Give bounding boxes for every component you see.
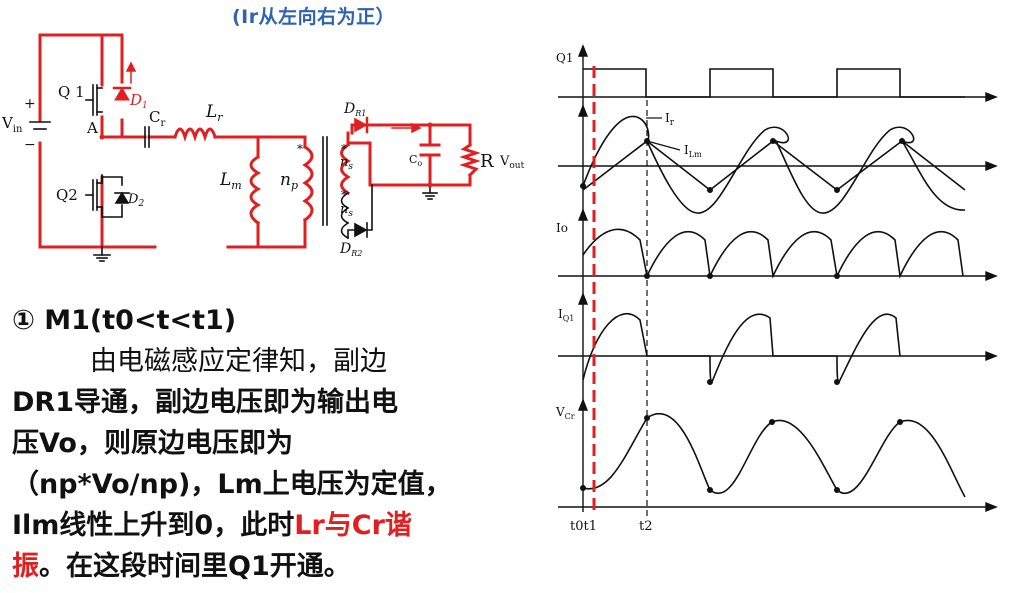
resonance-highlight: Lr与Cr谐 bbox=[294, 510, 412, 541]
vout-label: Vout bbox=[499, 154, 525, 171]
llc-circuit-diagram: Vin + − Q 1 Q2 D1 D2 A Cr Lr Lm np ns ns… bbox=[1, 33, 525, 262]
ir-waveform bbox=[582, 115, 966, 214]
d1-label: D1 bbox=[129, 91, 148, 111]
q1-waveform-label: Q1 bbox=[556, 51, 573, 65]
description-line-6: 振。在这段时间里Q1开通。 bbox=[12, 551, 351, 582]
description-line-5: Ilm线性上升到0，此时Lr与Cr谐 bbox=[12, 510, 412, 541]
d2-diode-symbol bbox=[114, 191, 130, 204]
description-line-4: （np*Vo/np)，Lm上电压为定值， bbox=[12, 469, 452, 500]
node-a-label: A bbox=[86, 119, 98, 137]
co-label: Co bbox=[409, 153, 422, 168]
d2-label: D2 bbox=[127, 192, 144, 209]
current-direction-note: (Ir从左向右为正） bbox=[232, 6, 396, 28]
lm-label: Lm bbox=[219, 170, 242, 192]
q1-gate-waveform bbox=[583, 68, 965, 98]
ilm-label: ILm bbox=[684, 143, 702, 159]
dr1-label: DR1 bbox=[343, 101, 366, 118]
llc-waveforms: Q1 Ir ILm Io IQ1 VCr t0t1 t2 bbox=[555, 44, 998, 534]
t0t1-label: t0t1 bbox=[570, 519, 597, 534]
lr-label: Lr bbox=[205, 102, 223, 124]
q1-mosfet-symbol bbox=[85, 84, 103, 116]
current-arrow-secondary bbox=[391, 122, 422, 134]
r-label: R bbox=[480, 151, 494, 172]
ns2-label: ns bbox=[340, 202, 353, 219]
vcr-label: VCr bbox=[555, 405, 575, 421]
ns1-secondary-winding bbox=[340, 142, 351, 196]
np-label: np bbox=[280, 170, 298, 192]
iq1-label: IQ1 bbox=[558, 307, 574, 323]
ir-label: Ir bbox=[665, 111, 675, 128]
io-waveform bbox=[582, 228, 964, 279]
vin-label: Vin bbox=[1, 114, 23, 135]
description-line-1: 由电磁感应定律知，副边 bbox=[90, 346, 387, 377]
description-line-2: DR1导通，副边电压即为输出电 bbox=[12, 387, 398, 418]
ns1-label: ns bbox=[340, 155, 353, 172]
dot-marker-np: * bbox=[297, 142, 303, 156]
io-axis bbox=[558, 270, 998, 282]
mode-description: ① M1(t0<t<t1) 由电磁感应定律知，副边 DR1导通，副边电压即为输出… bbox=[12, 300, 532, 587]
load-resistor-zigzag bbox=[459, 142, 481, 178]
current-axis bbox=[558, 160, 998, 172]
dr2-diode-symbol bbox=[354, 222, 368, 238]
q2-label: Q2 bbox=[56, 186, 78, 204]
q2-mosfet-symbol bbox=[85, 174, 123, 218]
dr2-label: DR2 bbox=[339, 241, 362, 258]
np-primary-winding bbox=[302, 144, 314, 223]
vcr-axis bbox=[558, 501, 998, 513]
ground-symbol-primary bbox=[93, 246, 111, 262]
ns2-secondary-winding bbox=[340, 191, 350, 240]
current-arrow-d1 bbox=[125, 61, 137, 84]
lm-inductor-coil bbox=[249, 154, 262, 226]
vin-minus: − bbox=[24, 137, 36, 153]
dr1-diode-symbol bbox=[354, 117, 368, 133]
cr-label: Cr bbox=[149, 108, 165, 129]
io-label: Io bbox=[556, 221, 568, 235]
description-line-3: 压Vo，则原边电压即为 bbox=[12, 428, 293, 459]
dot-marker-ns2: * bbox=[341, 188, 347, 202]
q1-label: Q 1 bbox=[58, 83, 85, 101]
iq1-waveform bbox=[582, 313, 901, 383]
t2-label: t2 bbox=[639, 519, 653, 534]
vcr-waveform bbox=[582, 413, 966, 498]
dot-marker-ns1: * bbox=[341, 142, 347, 156]
vin-plus: + bbox=[24, 96, 36, 112]
mode-title: ① M1(t0<t<t1) bbox=[12, 305, 237, 336]
d1-diode-symbol bbox=[114, 87, 130, 101]
current-path-highlight bbox=[38, 33, 472, 249]
